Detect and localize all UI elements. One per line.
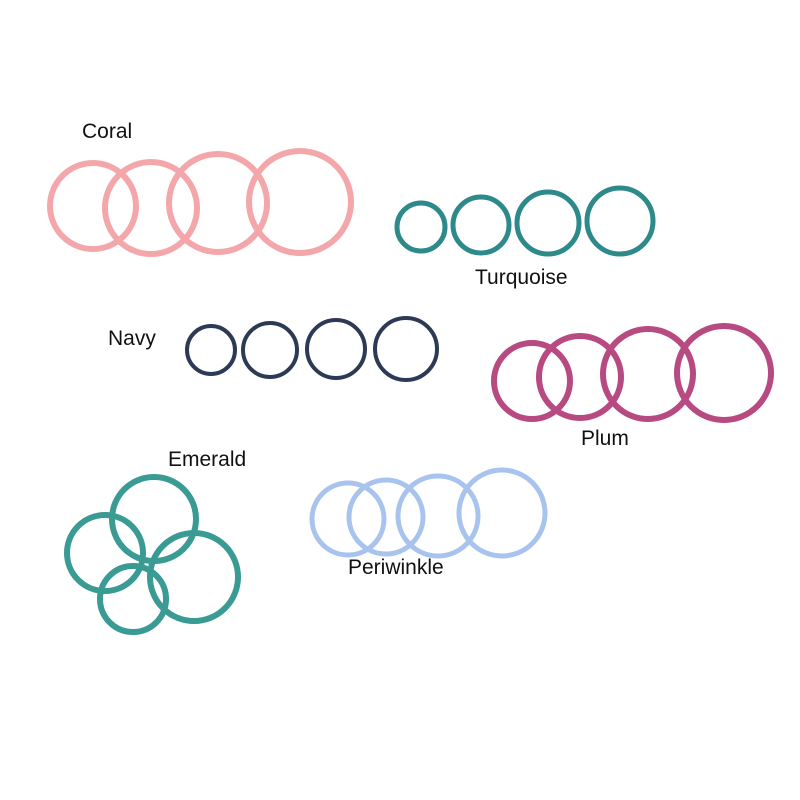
ring-navy-4 — [373, 316, 439, 382]
ring-group-emerald — [64, 474, 241, 635]
ring-turquoise-3 — [514, 189, 582, 257]
ring-turquoise-4 — [584, 185, 656, 257]
ring-group-turquoise — [394, 185, 656, 257]
label-emerald: Emerald — [168, 448, 247, 471]
ring-plum-3 — [600, 326, 696, 422]
ring-periwinkle-3 — [395, 473, 481, 559]
label-coral: Coral — [82, 120, 133, 143]
ring-navy-2 — [241, 321, 299, 379]
ring-plum-1 — [491, 340, 573, 422]
label-plum: Plum — [581, 427, 629, 450]
ring-group-plum — [491, 323, 774, 423]
ring-emerald-2 — [64, 512, 146, 594]
ring-plum-4 — [674, 323, 774, 423]
ring-coral-2 — [102, 159, 200, 257]
ring-group-navy — [185, 316, 439, 382]
label-periwinkle: Periwinkle — [348, 556, 444, 579]
ring-periwinkle-1 — [309, 480, 387, 558]
ring-turquoise-1 — [394, 200, 448, 254]
ring-navy-1 — [185, 324, 237, 376]
ring-coral-1 — [47, 160, 139, 252]
ring-emerald-3 — [147, 530, 241, 624]
ring-coral-3 — [166, 151, 270, 255]
label-turquoise: Turquoise — [475, 266, 568, 289]
label-navy: Navy — [108, 327, 156, 350]
ring-group-coral — [47, 148, 354, 257]
ring-plum-2 — [536, 333, 624, 421]
ring-coral-4 — [246, 148, 354, 256]
ring-group-periwinkle — [309, 467, 548, 559]
ring-emerald-4 — [97, 563, 169, 635]
ring-turquoise-2 — [450, 194, 512, 256]
ring-periwinkle-4 — [456, 467, 548, 559]
ring-navy-3 — [305, 318, 367, 380]
ring-periwinkle-2 — [346, 477, 426, 557]
